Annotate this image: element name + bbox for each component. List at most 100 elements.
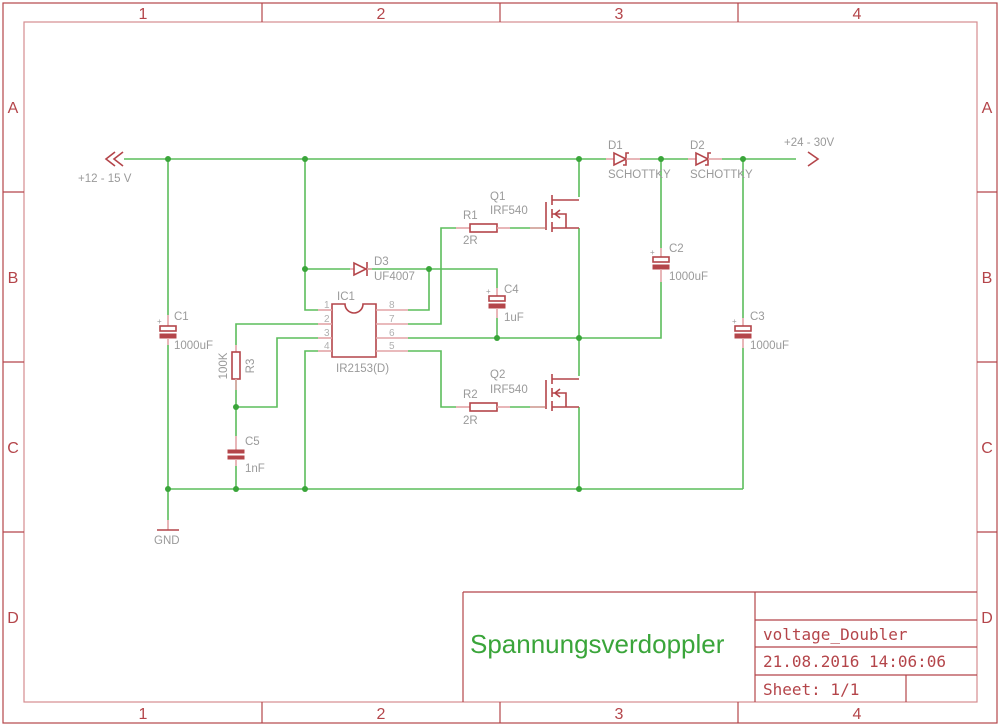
r1-body bbox=[469, 223, 498, 233]
q1-value: IRF540 bbox=[490, 205, 528, 217]
ic1-pin-number: 8 bbox=[389, 300, 395, 311]
capacitor-c5[interactable]: C5 1nF bbox=[227, 436, 265, 475]
gnd-label: GND bbox=[154, 535, 180, 547]
row-label-right: A bbox=[982, 100, 993, 117]
ic1-pin-number: 3 bbox=[324, 328, 330, 339]
supply-output[interactable]: +24 - 30V bbox=[784, 137, 835, 167]
ic1-name: IC1 bbox=[337, 291, 355, 303]
c3-negative-plate bbox=[734, 333, 752, 339]
q2-body bbox=[552, 392, 567, 407]
capacitor-c4[interactable]: + C4 1uF bbox=[486, 284, 524, 324]
row-label-left: D bbox=[7, 610, 19, 627]
junction-dot bbox=[302, 156, 308, 162]
c2-plus: + bbox=[650, 248, 655, 257]
row-label-left: C bbox=[7, 440, 19, 457]
wire-ic1-pin3 bbox=[236, 337, 318, 408]
c5-value: 1nF bbox=[245, 463, 265, 475]
r2-name: R2 bbox=[463, 389, 478, 401]
wire-ic1-pin6 bbox=[408, 282, 662, 339]
c5-plate bbox=[227, 455, 245, 460]
d2-name: D2 bbox=[690, 140, 705, 152]
c1-plus: + bbox=[157, 317, 162, 326]
mosfet-q2[interactable]: Q2 IRF540 bbox=[490, 369, 579, 411]
r3-name: R3 bbox=[245, 359, 257, 374]
wire-ic1-pin1 bbox=[304, 159, 318, 311]
c3-positive-plate bbox=[734, 325, 752, 332]
junction-dot bbox=[426, 266, 432, 272]
column-label-bottom: 3 bbox=[615, 706, 624, 723]
c1-value: 1000uF bbox=[174, 340, 213, 352]
mosfet-arrow-icon bbox=[553, 209, 561, 219]
resistor-r3[interactable]: R3 100K bbox=[218, 345, 257, 390]
row-label-left: B bbox=[8, 270, 19, 287]
column-label-bottom: 2 bbox=[377, 706, 386, 723]
c4-positive-plate bbox=[488, 295, 506, 302]
c2-positive-plate bbox=[652, 256, 670, 263]
c1-positive-plate bbox=[159, 325, 177, 332]
drawing-datetime: 21.08.2016 14:06:06 bbox=[763, 652, 946, 671]
mosfet-q1[interactable]: Q1 IRF540 bbox=[490, 191, 579, 232]
input-arrow-icon bbox=[104, 151, 124, 167]
column-label-top: 4 bbox=[853, 6, 862, 23]
schottky-diode-icon bbox=[695, 151, 710, 167]
supply-input[interactable]: +12 - 15 V bbox=[78, 151, 132, 185]
column-label-top: 3 bbox=[615, 6, 624, 23]
d2-value: SCHOTTKY bbox=[690, 169, 753, 181]
junction-dot bbox=[233, 404, 239, 410]
capacitor-c3[interactable]: + C3 1000uF bbox=[732, 311, 789, 352]
c4-name: C4 bbox=[504, 284, 519, 296]
junction-dot bbox=[165, 486, 171, 492]
junction-dot bbox=[740, 156, 746, 162]
capacitor-c1[interactable]: + C1 1000uF bbox=[157, 311, 213, 352]
c2-negative-plate bbox=[652, 264, 670, 270]
mosfet-arrow-icon bbox=[553, 388, 561, 398]
diode-icon bbox=[353, 261, 368, 277]
capacitor-c2[interactable]: + C2 1000uF bbox=[650, 243, 708, 283]
wire-ic1-pin8 bbox=[408, 269, 430, 311]
c5-plate bbox=[227, 449, 245, 454]
inner-border bbox=[23, 21, 978, 703]
row-label-right: D bbox=[981, 610, 993, 627]
ic-ic1[interactable]: 1 2 3 4 5 6 7 8 IC1 IR2153(D) bbox=[318, 291, 408, 375]
ic1-pin-number: 5 bbox=[389, 341, 395, 352]
output-arrow-icon bbox=[807, 151, 820, 167]
junctions bbox=[165, 156, 746, 492]
drawing-title: Spannungsverdoppler bbox=[470, 629, 725, 659]
ic1-pin-number: 4 bbox=[324, 341, 330, 352]
d3-value: UF4007 bbox=[374, 271, 415, 283]
title-block: Spannungsverdoppler voltage_Doubler 21.0… bbox=[462, 591, 977, 702]
junction-dot bbox=[576, 335, 582, 341]
q1-name: Q1 bbox=[490, 191, 505, 203]
c4-plus: + bbox=[486, 287, 491, 296]
column-label-bottom: 1 bbox=[139, 706, 148, 723]
column-label-top: 2 bbox=[377, 6, 386, 23]
drawing-name: voltage_Doubler bbox=[763, 625, 908, 644]
d1-name: D1 bbox=[608, 140, 623, 152]
d3-name: D3 bbox=[374, 256, 389, 268]
wires bbox=[124, 158, 796, 520]
junction-dot bbox=[658, 156, 664, 162]
row-label-right: B bbox=[982, 270, 993, 287]
r2-value: 2R bbox=[463, 415, 478, 427]
junction-dot bbox=[302, 486, 308, 492]
d1-value: SCHOTTKY bbox=[608, 169, 671, 181]
column-label-bottom: 4 bbox=[853, 706, 862, 723]
diode-d1[interactable]: D1 SCHOTTKY bbox=[606, 140, 671, 181]
resistor-r1[interactable]: R1 2R bbox=[456, 210, 510, 247]
c4-value: 1uF bbox=[504, 312, 524, 324]
q1-body bbox=[552, 213, 567, 228]
r3-value: 100K bbox=[218, 352, 230, 379]
c1-name: C1 bbox=[174, 311, 189, 323]
c3-value: 1000uF bbox=[750, 340, 789, 352]
diode-d3[interactable]: D3 UF4007 bbox=[350, 256, 415, 283]
wire-ic1-pin2 bbox=[235, 323, 318, 345]
diode-d2[interactable]: D2 SCHOTTKY bbox=[688, 140, 753, 181]
output-voltage-label: +24 - 30V bbox=[784, 137, 835, 149]
junction-dot bbox=[233, 486, 239, 492]
gnd-symbol[interactable]: GND bbox=[154, 520, 180, 547]
resistor-r2[interactable]: R2 2R bbox=[456, 389, 510, 427]
c3-name: C3 bbox=[750, 311, 765, 323]
column-label-top: 1 bbox=[139, 6, 148, 23]
junction-dot bbox=[576, 156, 582, 162]
